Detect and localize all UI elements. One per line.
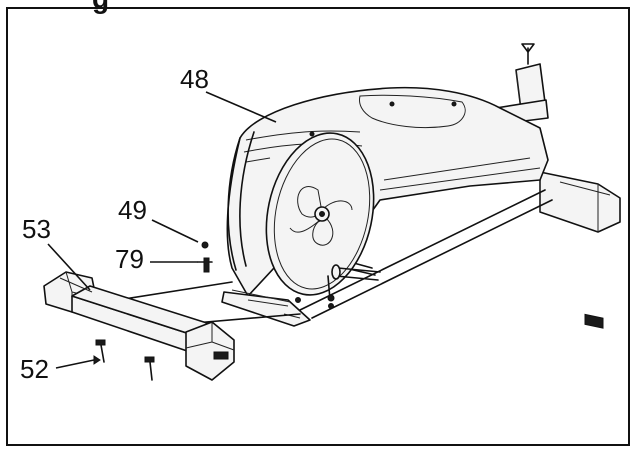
callout-48: 48 <box>180 64 277 123</box>
callout-label-49: 49 <box>118 195 147 225</box>
callout-53: 53 <box>22 214 91 291</box>
washer-49 <box>201 241 209 249</box>
rear-stabilizer <box>539 171 621 329</box>
front-stabilizer <box>43 271 235 381</box>
callout-label-52: 52 <box>20 354 49 384</box>
screw-52-b <box>144 356 155 381</box>
pedal-shaft <box>327 264 381 309</box>
callout-79: 79 <box>115 244 198 274</box>
callout-label-48: 48 <box>180 64 209 94</box>
flywheel <box>265 132 375 296</box>
callout-label-53: 53 <box>22 214 51 244</box>
callout-52: 52 <box>20 354 101 384</box>
callout-49: 49 <box>118 195 199 243</box>
front-base-plate <box>221 291 311 327</box>
screw-52-a <box>95 339 106 363</box>
bolt-79 <box>197 257 213 273</box>
diagram-border <box>6 7 630 446</box>
callout-label-79: 79 <box>115 244 144 274</box>
